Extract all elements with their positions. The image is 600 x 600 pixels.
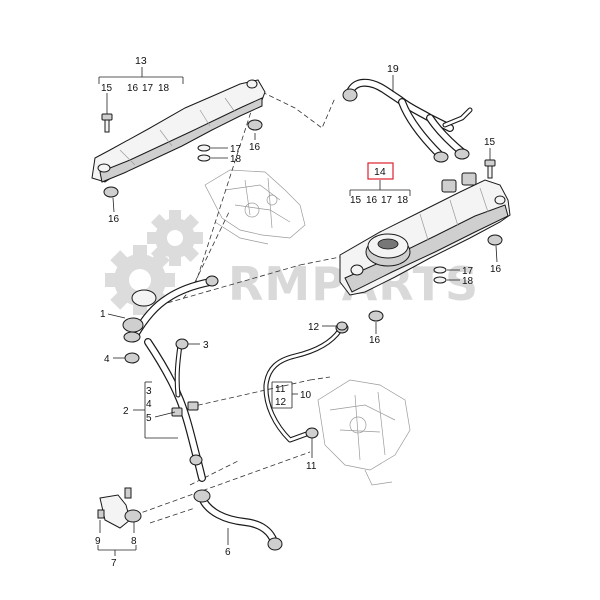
callout-13-16: 16 [127, 83, 139, 94]
callout-13-18: 18 [158, 83, 170, 94]
callout-6: 6 [225, 547, 231, 558]
callout-13: 13 [135, 55, 147, 67]
callout-14: 14 [374, 166, 386, 178]
cover-part-13 [91, 79, 266, 183]
breather-hose-part-1 [122, 275, 219, 343]
callout-18-left: 18 [230, 154, 242, 165]
callout-17-right: 17 [462, 266, 474, 277]
callout-1: 1 [100, 309, 106, 320]
callout-labels: 13 15 16 17 18 19 14 15 16 17 18 15 16 1… [95, 55, 502, 569]
engine-sketch-lower [317, 379, 411, 486]
callout-16-b: 16 [108, 214, 120, 225]
callout-14-18: 18 [397, 195, 409, 206]
callout-2-3: 3 [146, 386, 152, 397]
callout-12: 12 [308, 322, 320, 333]
callout-15-right: 15 [484, 137, 496, 148]
callout-14-15: 15 [350, 195, 362, 206]
callout-2: 2 [123, 406, 129, 417]
cover-part-14 [339, 179, 511, 296]
callout-13-15: 15 [101, 83, 113, 94]
bolt-part-15-left [101, 113, 113, 133]
callout-7: 7 [111, 558, 117, 569]
callout-8: 8 [131, 536, 137, 547]
callout-14-17: 17 [381, 195, 393, 206]
dashed-reference-lines [134, 89, 351, 524]
callout-19: 19 [387, 63, 399, 75]
callout-3: 3 [203, 340, 209, 351]
bolt-part-15-right [484, 159, 496, 179]
hardware [97, 113, 503, 529]
callout-11: 11 [306, 461, 317, 472]
oil-filler-cap [365, 233, 411, 267]
callout-10-11: 11 [275, 384, 286, 395]
callout-2-4: 4 [146, 399, 152, 410]
callout-17-left: 17 [230, 144, 242, 155]
callout-4: 4 [104, 354, 110, 365]
callout-16-d: 16 [369, 335, 381, 346]
long-hose-part-2 [144, 338, 206, 482]
engine-sketch-upper [204, 169, 306, 245]
callout-14-16: 16 [366, 195, 378, 206]
tube-part-10 [263, 322, 349, 443]
callout-9: 9 [95, 536, 101, 547]
callout-13-17: 17 [142, 83, 154, 94]
callout-10: 10 [300, 390, 312, 401]
vent-hose-part-19 [342, 78, 473, 163]
callout-18-right: 18 [462, 276, 474, 287]
callout-10-12: 12 [275, 397, 287, 408]
callout-2-5: 5 [146, 413, 152, 424]
leader-lines [97, 67, 498, 556]
lower-hose-part-6 [193, 489, 283, 551]
callout-16-c: 16 [490, 264, 502, 275]
callout-16-a: 16 [249, 142, 261, 153]
cover-outlets [441, 172, 477, 193]
selected-part-highlight [367, 162, 394, 180]
